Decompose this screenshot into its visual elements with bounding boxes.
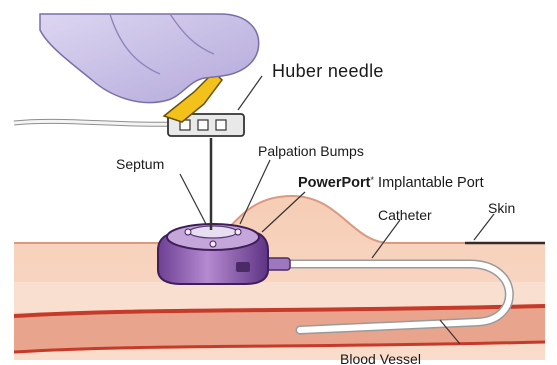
leader-septum xyxy=(180,174,206,224)
needle-base-slot-2 xyxy=(198,120,208,130)
tissue-layers xyxy=(14,196,545,360)
septum-disc xyxy=(189,226,237,238)
needle-base-slot-3 xyxy=(216,120,226,130)
leader-huber xyxy=(238,76,262,110)
catheter-label: Catheter xyxy=(378,208,432,222)
powerport-rest: Implantable Port xyxy=(374,175,484,191)
palpation-bumps-label: Palpation Bumps xyxy=(258,144,364,158)
powerport-name: PowerPort xyxy=(298,175,371,191)
glove-fingers xyxy=(40,14,259,103)
powerport-label: PowerPort* Implantable Port xyxy=(298,176,484,191)
septum-label: Septum xyxy=(116,157,164,171)
gloved-hand xyxy=(40,14,259,103)
palpation-bump-1 xyxy=(185,229,191,235)
blood-vessel-label: Blood Vessel xyxy=(340,352,421,365)
huber-needle-label: Huber needle xyxy=(272,62,384,80)
port-marker xyxy=(236,262,250,272)
leader-skin xyxy=(474,214,494,240)
palpation-bump-3 xyxy=(210,241,216,247)
palpation-bump-2 xyxy=(235,229,241,235)
skin-label: Skin xyxy=(488,201,515,215)
